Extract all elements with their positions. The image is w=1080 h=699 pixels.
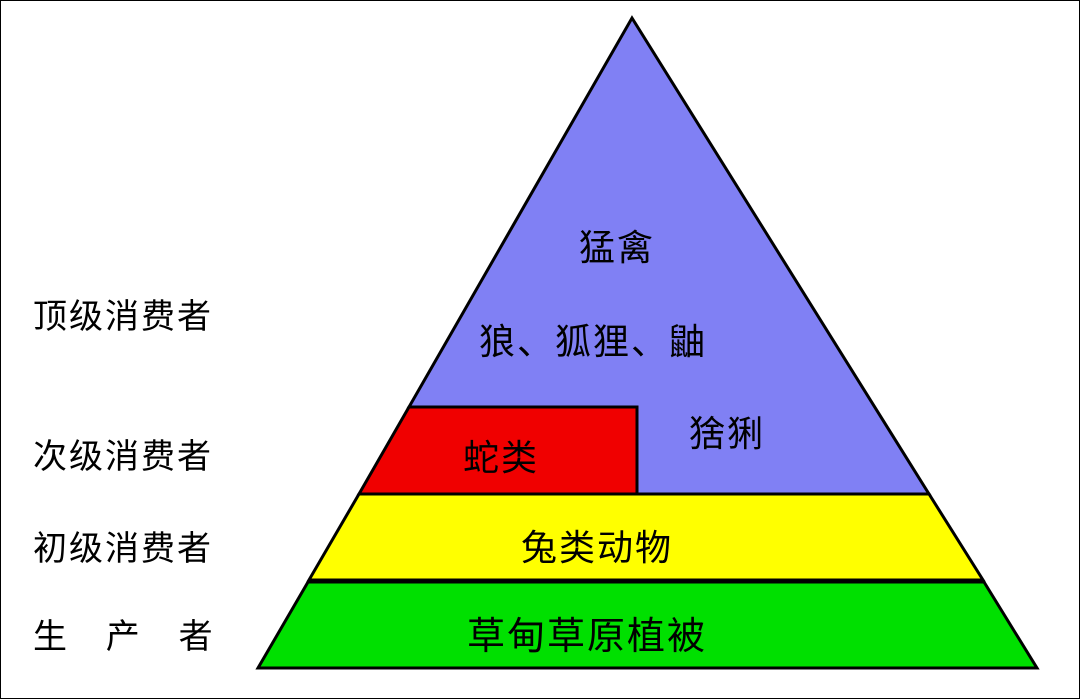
label-primary-consumer: 初级消费者	[33, 529, 213, 569]
text-rabbits: 兔类动物	[521, 528, 674, 569]
text-raptors: 猛禽	[579, 228, 656, 269]
primary-consumer-region	[306, 492, 986, 582]
text-meadow-vegetation: 草甸草原植被	[467, 614, 708, 658]
text-snakes: 蛇类	[463, 438, 540, 479]
label-top-consumer: 顶级消费者	[33, 297, 213, 337]
label-producer: 生 产 者	[33, 617, 227, 657]
text-wolf-fox-weasel: 狼、狐狸、鼬	[479, 322, 708, 363]
producer-region	[255, 580, 1040, 670]
label-secondary-consumer: 次级消费者	[33, 437, 213, 477]
text-lynx: 猞猁	[689, 414, 766, 455]
